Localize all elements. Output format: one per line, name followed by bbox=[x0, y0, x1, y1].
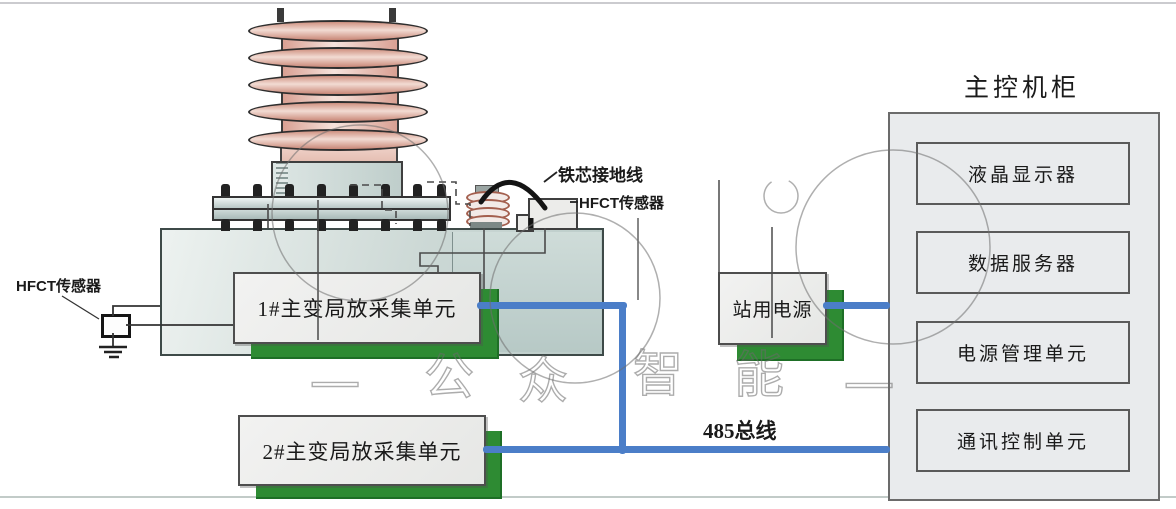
flange-bolt bbox=[221, 184, 230, 196]
flange-bolt bbox=[317, 219, 326, 231]
hfct-sensor-right bbox=[528, 198, 578, 230]
flange-bolt bbox=[349, 219, 358, 231]
cabinet-item-label: 通讯控制单元 bbox=[956, 432, 1089, 453]
bushing-terminal-post bbox=[389, 8, 396, 22]
unit1-box: 1#主变局放采集单元 bbox=[233, 272, 481, 344]
hfct-left-label: HFCT传感器 bbox=[16, 278, 101, 295]
bushing-shed-disc bbox=[248, 74, 428, 96]
label-leader-left bbox=[61, 295, 100, 320]
unit2-box: 2#主变局放采集单元 bbox=[238, 415, 486, 486]
flange-bolt bbox=[221, 219, 230, 231]
bus-line-485 bbox=[483, 446, 890, 453]
station-power-label: 站用电源 bbox=[732, 300, 813, 321]
flange-bolt bbox=[317, 184, 326, 196]
cabinet-item-label: 电源管理单元 bbox=[956, 344, 1089, 365]
bus-line-vertical bbox=[619, 302, 626, 454]
flange-bolt bbox=[381, 219, 390, 231]
bus-line-unit1 bbox=[477, 302, 627, 309]
flange-bolt bbox=[253, 184, 262, 196]
station-power-box: 站用电源 bbox=[718, 272, 827, 345]
watermark-char: 智 bbox=[632, 346, 683, 402]
cabinet-item-data-server: 数据服务器 bbox=[916, 231, 1130, 294]
cabinet-item-power-management: 电源管理单元 bbox=[916, 321, 1130, 384]
watermark-ring-small bbox=[763, 178, 799, 214]
unit1-label: 1#主变局放采集单元 bbox=[257, 297, 457, 321]
cabinet-item-label: 数据服务器 bbox=[967, 254, 1078, 275]
bushing-terminal-post bbox=[277, 8, 284, 22]
ground-symbol bbox=[99, 345, 127, 359]
watermark-char: 公 bbox=[423, 349, 474, 405]
cabinet-item-comm-control: 通讯控制单元 bbox=[916, 409, 1130, 472]
top-border-line bbox=[0, 2, 1176, 4]
cabinet-item-lcd-display: 液晶显示器 bbox=[916, 142, 1130, 205]
cabinet-item-label: 液晶显示器 bbox=[967, 165, 1078, 186]
cabinet-title: 主控机柜 bbox=[963, 75, 1080, 102]
watermark-char: 众 bbox=[517, 353, 568, 409]
flange-bolt bbox=[413, 219, 422, 231]
bus-485-label: 485总线 bbox=[703, 419, 777, 443]
flange-bolt bbox=[253, 219, 262, 231]
flange-bolt bbox=[285, 184, 294, 196]
watermark-dash: 一 bbox=[843, 360, 894, 416]
flange-bolt bbox=[381, 184, 390, 196]
bushing-shed-disc bbox=[248, 101, 428, 123]
bushing-shed-disc bbox=[248, 129, 428, 151]
hfct-right-label: HFCT传感器 bbox=[579, 195, 664, 212]
bushing-shed-disc bbox=[248, 20, 428, 42]
flange-bolt bbox=[437, 219, 446, 231]
flange-bolt bbox=[349, 184, 358, 196]
bushing-shed-disc bbox=[248, 47, 428, 69]
watermark-dash: 一 bbox=[309, 359, 360, 415]
label-leader-core bbox=[543, 171, 558, 183]
core-ground-bushing-base bbox=[470, 222, 502, 228]
hfct-sensor-left bbox=[101, 314, 131, 338]
core-ground-label: 铁芯接地线 bbox=[558, 166, 643, 185]
bottom-border-line bbox=[0, 496, 1176, 498]
flange-bolt bbox=[437, 184, 446, 196]
flange-bolt bbox=[285, 219, 294, 231]
power-line-to-cabinet bbox=[823, 302, 890, 309]
flange-bolt bbox=[413, 184, 422, 196]
unit2-label: 2#主变局放采集单元 bbox=[262, 439, 462, 464]
